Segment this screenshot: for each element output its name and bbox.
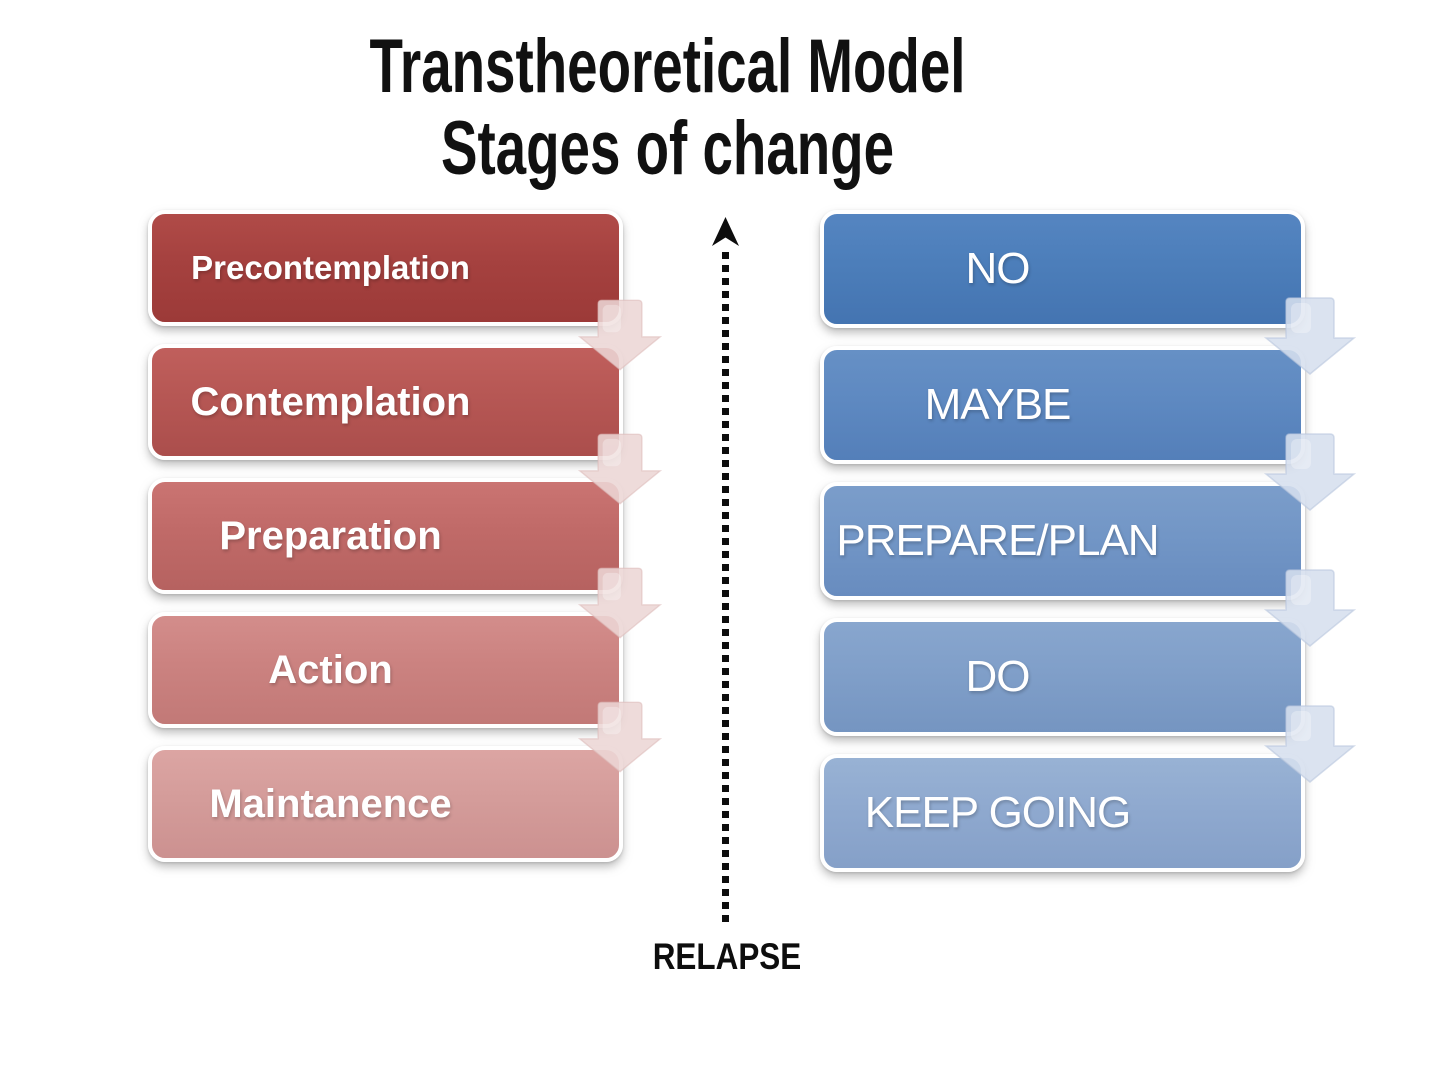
stage-label: Maintanence [209,781,452,826]
action-box-maybe: MAYBE [820,346,1305,464]
down-arrow-icon [578,701,662,773]
down-arrow-icon [1264,297,1356,375]
stage-box-contemplation: Contemplation [148,344,623,460]
stage-box-precontemplation: Precontemplation [148,210,623,326]
action-label: DO [965,652,1031,701]
action-box-do: DO [820,618,1305,736]
stage-box-preparation: Preparation [148,478,623,594]
down-arrow-icon [1264,569,1356,647]
action-label: MAYBE [924,380,1072,429]
action-box-no: NO [820,210,1305,328]
stages-column: Precontemplation Contemplation Preparati… [148,210,623,880]
action-box-keep-going: KEEP GOING [820,754,1305,872]
action-label: NO [965,244,1031,293]
stage-label: Precontemplation [191,249,470,286]
down-arrow-icon [1264,705,1356,783]
relapse-dotted-line [722,252,729,925]
relapse-arrow-head-icon [712,217,739,246]
stage-label: Preparation [219,513,442,558]
down-arrow-icon [578,299,662,371]
down-arrow-icon [1264,433,1356,511]
down-arrow-icon [578,433,662,505]
stage-label: Contemplation [190,379,471,424]
page-title: Transtheoretical Model Stages of change [187,26,1148,190]
relapse-label: RELAPSE [652,936,802,977]
action-box-prepare-plan: PREPARE/PLAN [820,482,1305,600]
title-line-1: Transtheoretical Model [369,24,966,109]
title-line-2: Stages of change [440,106,895,191]
actions-column: NO MAYBE PREPARE/PLAN DO KEEP GOING [820,210,1305,890]
down-arrow-icon [578,567,662,639]
action-label: KEEP GOING [864,788,1131,837]
stage-label: Action [268,647,393,692]
stage-box-action: Action [148,612,623,728]
stage-box-maintanence: Maintanence [148,746,623,862]
action-label: PREPARE/PLAN [836,516,1159,565]
